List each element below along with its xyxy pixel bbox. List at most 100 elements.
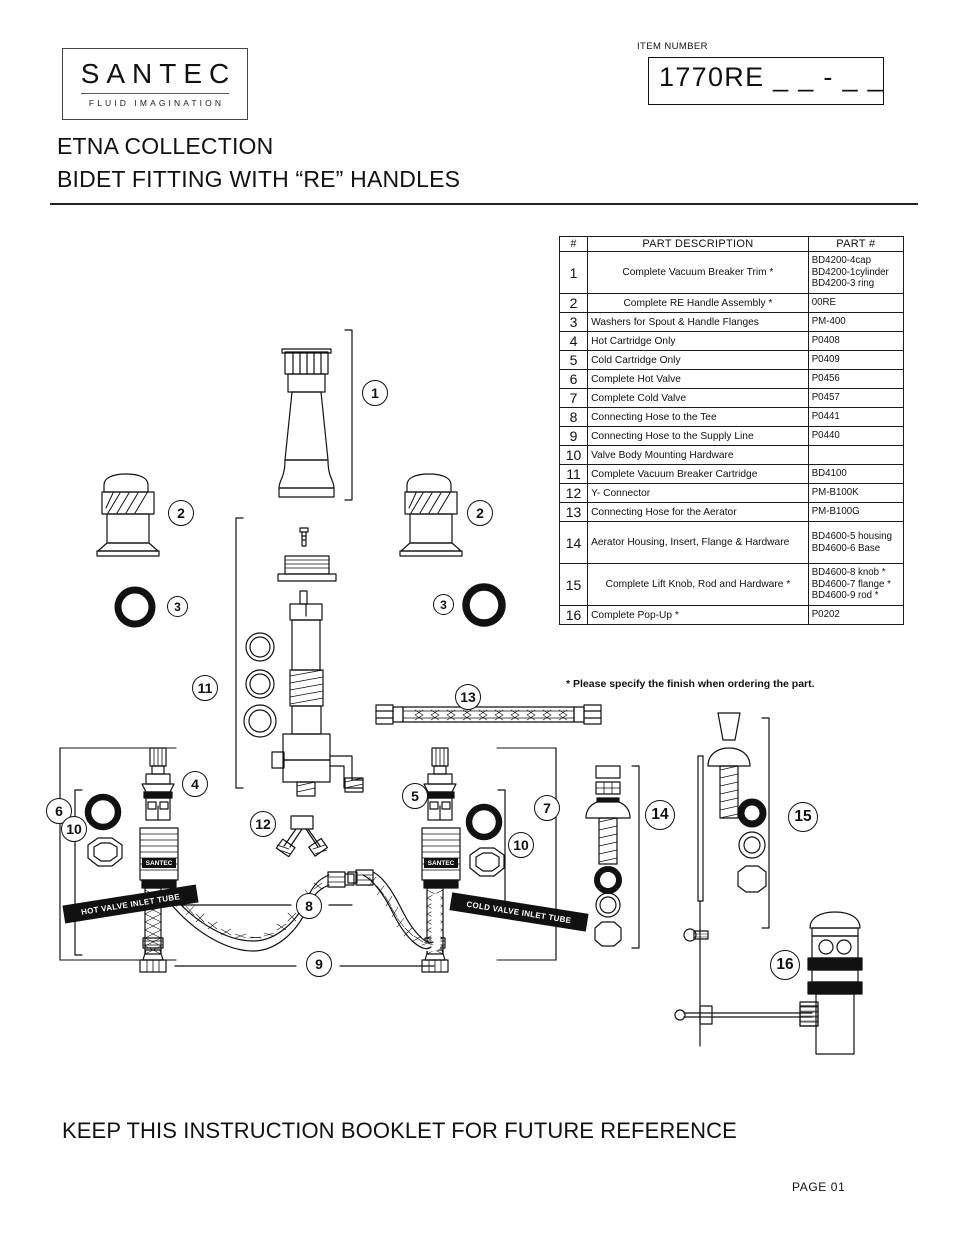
part-description: Complete Hot Valve: [587, 369, 809, 389]
table-footnote: * Please specify the finish when orderin…: [566, 678, 815, 690]
vacuum-breaker-cartridge-graphic: [235, 517, 364, 797]
part-description: Complete Lift Knob, Rod and Hardware *: [587, 563, 809, 606]
column-header-description: PART DESCRIPTION: [587, 236, 809, 252]
callout-9: 9: [306, 951, 332, 977]
part-number-index: 15: [558, 563, 589, 606]
part-number-code: P0441: [807, 407, 905, 427]
part-description: Complete Vacuum Breaker Cartridge: [587, 464, 809, 484]
part-number-code: P0440: [807, 426, 905, 446]
cold-cartridge-graphic: [423, 747, 457, 821]
part-number-index: 3: [558, 312, 589, 332]
part-number-index: 14: [558, 521, 589, 564]
part-number-index: 4: [558, 331, 589, 351]
hot-valve-inlet-tube-label: HOT VALVE INLET TUBE: [62, 884, 199, 924]
aerator-hose-graphic: [375, 704, 602, 725]
callout-2-left: 2: [168, 500, 194, 526]
hose-to-tee-graphic: [165, 871, 355, 952]
callout-10-left: 10: [61, 816, 87, 842]
part-number-index: 8: [558, 407, 589, 427]
part-number-index: 1: [558, 251, 589, 294]
part-number-index: 6: [558, 369, 589, 389]
part-number-code: P0456: [807, 369, 905, 389]
part-number-code: [807, 445, 905, 465]
pop-up-graphic: [799, 911, 863, 1055]
part-description: Cold Cartridge Only: [587, 350, 809, 370]
callout-1: 1: [362, 380, 388, 406]
part-number-index: 11: [558, 464, 589, 484]
callout-10-right: 10: [508, 832, 534, 858]
part-description: Complete RE Handle Assembly *: [587, 293, 809, 313]
washer-right-graphic: [462, 583, 506, 627]
part-number-index: 13: [558, 502, 589, 522]
part-number-index: 12: [558, 483, 589, 503]
valve-mount-nut-right: [469, 847, 505, 877]
washer-left-graphic: [114, 586, 156, 628]
part-number-code: PM-B100K: [807, 483, 905, 503]
item-number-box: 1770RE _ _ - _ _: [648, 57, 884, 105]
callout-12: 12: [250, 811, 276, 837]
part-number-index: 5: [558, 350, 589, 370]
page-label: PAGE 01: [792, 1180, 846, 1194]
part-number-code: P0408: [807, 331, 905, 351]
brand-name: SANTEC: [80, 58, 237, 89]
part-number-code: P0409: [807, 350, 905, 370]
callout-15: 15: [788, 802, 818, 832]
part-number-code: BD4600-5 housing BD4600-6 Base: [807, 521, 905, 564]
callout-8: 8: [296, 893, 322, 919]
column-header-number: #: [558, 236, 589, 252]
header-divider: [50, 203, 918, 205]
logo-divider: [81, 93, 229, 94]
hot-cartridge-graphic: [141, 747, 175, 821]
callout-7: 7: [534, 795, 560, 821]
part-number-index: 16: [558, 605, 589, 625]
valve-mount-oring-right: [465, 803, 503, 841]
vacuum-breaker-trim-graphic: [278, 329, 353, 501]
cold-valve-brand-mark: SANTEC: [424, 858, 458, 868]
callout-11: 11: [192, 675, 218, 701]
y-connector-graphic: [275, 815, 329, 858]
product-title: BIDET FITTING WITH “RE” HANDLES: [57, 166, 461, 192]
item-number-label: ITEM NUMBER: [637, 41, 708, 52]
brand-logo: SANTEC FLUID IMAGINATION: [62, 48, 248, 120]
hot-valve-brand-mark: SANTEC: [142, 858, 176, 868]
part-description: Complete Pop-Up *: [587, 605, 809, 625]
re-handle-right-graphic: [399, 473, 463, 557]
part-description: Aerator Housing, Insert, Flange & Hardwa…: [587, 521, 809, 564]
part-number-code: P0202: [807, 605, 905, 625]
callout-16: 16: [770, 950, 800, 980]
part-description: Y- Connector: [587, 483, 809, 503]
callout-14: 14: [645, 800, 675, 830]
part-number-index: 7: [558, 388, 589, 408]
callout-5: 5: [402, 783, 428, 809]
part-number-code: PM-B100G: [807, 502, 905, 522]
part-number-code: BD4200-4cap BD4200-1cylinder BD4200-3 ri…: [807, 251, 905, 294]
part-description: Connecting Hose to the Supply Line: [587, 426, 809, 446]
part-description: Valve Body Mounting Hardware: [587, 445, 809, 465]
part-number-index: 9: [558, 426, 589, 446]
part-description: Washers for Spout & Handle Flanges: [587, 312, 809, 332]
part-description: Complete Cold Valve: [587, 388, 809, 408]
part-number-code: BD4600-8 knob * BD4600-7 flange * BD4600…: [807, 563, 905, 606]
column-header-partnumber: PART #: [807, 236, 905, 252]
part-description: Complete Vacuum Breaker Trim *: [587, 251, 809, 294]
aerator-housing-graphic: [585, 765, 640, 949]
part-number-code: PM-400: [807, 312, 905, 332]
valve-mount-oring-left: [84, 793, 122, 831]
item-number-value: 1770RE _ _ - _ _: [659, 62, 884, 92]
callout-4: 4: [182, 771, 208, 797]
